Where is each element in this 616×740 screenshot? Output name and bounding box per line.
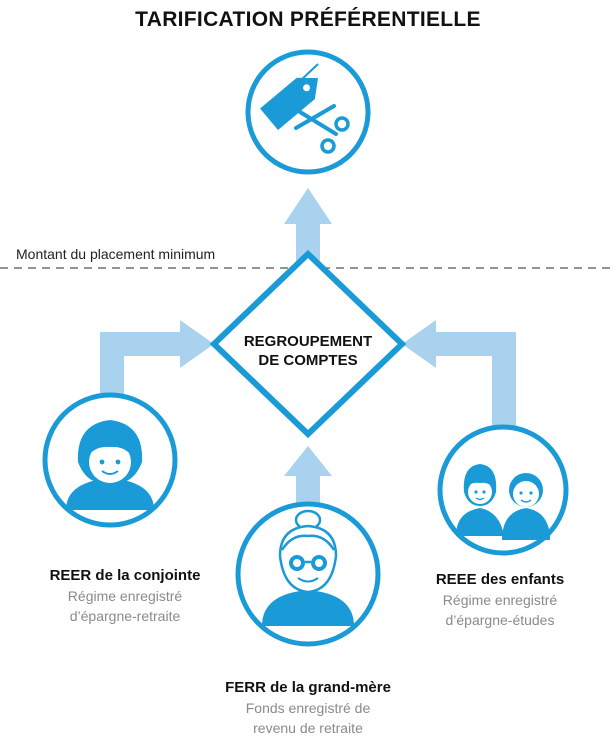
conjointe-caption: REER de la conjointe Régime enregistré d… <box>10 566 240 626</box>
arrow-bottom-into-diamond <box>284 446 332 504</box>
grandmother-icon <box>262 509 354 626</box>
children-icon <box>456 464 550 540</box>
grand-mere-name: FERR de la grand-mère <box>225 679 391 696</box>
grand-mere-sub1: Fonds enregistré de <box>245 700 371 716</box>
conjointe-sub2: d’épargne-retraite <box>69 608 181 624</box>
conjointe-circle <box>42 392 178 528</box>
grand-mere-circle <box>235 501 381 647</box>
price-tag-scissors-icon <box>260 63 350 154</box>
arrow-left-into-diamond <box>100 320 214 398</box>
diamond-label: REGROUPEMENT DE COMPTES <box>218 332 398 370</box>
conjointe-sub1: Régime enregistré <box>67 588 183 604</box>
enfants-circle <box>437 424 569 556</box>
diamond-label-line2: DE COMPTES <box>258 352 358 369</box>
arrow-right-into-diamond <box>402 320 516 428</box>
threshold-label: Montant du placement minimum <box>16 246 216 262</box>
enfants-sub2: d’épargne-études <box>445 612 555 628</box>
enfants-caption: REEE des enfants Régime enregistré d’épa… <box>390 570 610 630</box>
regroupement-diamond <box>209 249 407 439</box>
enfants-sub1: Régime enregistré <box>442 592 558 608</box>
grand-mere-caption: FERR de la grand-mère Fonds enregistré d… <box>190 678 426 738</box>
enfants-name: REEE des enfants <box>435 571 565 588</box>
page-title: TARIFICATION PRÉFÉRENTIELLE <box>135 8 481 31</box>
woman-icon <box>66 420 154 510</box>
grand-mere-sub2: revenu de retraite <box>253 720 363 736</box>
diamond-label-line1: REGROUPEMENT <box>243 333 373 350</box>
pricing-circle <box>245 49 371 175</box>
conjointe-name: REER de la conjointe <box>49 567 201 584</box>
